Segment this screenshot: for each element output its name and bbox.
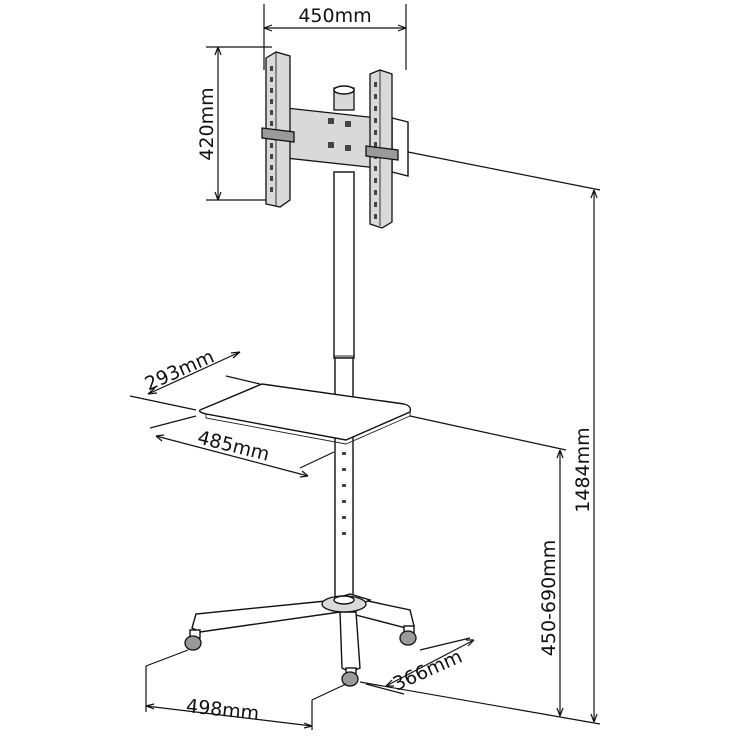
mounting-hole: [342, 468, 346, 471]
mounting-hole: [374, 214, 377, 219]
dimension-base-depth: 366mm: [365, 637, 475, 696]
mounting-hole: [374, 106, 377, 111]
dimension-total-height: 1484mm: [359, 151, 601, 725]
mounting-hole: [374, 202, 377, 207]
dimension-shelf-height: 450-690mm: [409, 415, 567, 717]
tv-bracket: [261, 51, 409, 229]
mounting-hole: [270, 176, 273, 181]
mounting-hole: [374, 130, 377, 135]
mounting-hole: [270, 110, 273, 115]
mounting-hole: [270, 143, 273, 148]
mounting-hole: [270, 88, 273, 93]
upper-pole: [333, 171, 355, 359]
mounting-hole: [374, 94, 377, 99]
base: [184, 593, 417, 687]
caster-right: [399, 625, 417, 646]
base-depth-label: 366mm: [390, 646, 466, 696]
right-vertical-arm: [365, 69, 399, 229]
dimension-bracket-height: 420mm: [196, 46, 272, 201]
shelf-height-label: 450-690mm: [538, 540, 560, 656]
mounting-hole: [270, 165, 273, 170]
mounting-hole: [342, 516, 346, 519]
shelf-top: [198, 383, 412, 441]
mounting-hole: [270, 154, 273, 159]
base-width-label: 498mm: [185, 695, 260, 725]
shelf-depth-label: 293mm: [142, 346, 218, 396]
base-leg-left: [191, 599, 341, 633]
mounting-hole: [342, 484, 346, 487]
mounting-hole: [342, 452, 346, 455]
mounting-hole: [342, 532, 346, 535]
mounting-hole: [374, 118, 377, 123]
mounting-hole: [270, 99, 273, 104]
bracket-height-label: 420mm: [196, 87, 218, 160]
mounting-hole: [374, 166, 377, 171]
mounting-hole: [270, 77, 273, 82]
total-height-label: 1484mm: [572, 427, 594, 512]
shelf: [198, 383, 412, 445]
mounting-hole: [270, 66, 273, 71]
mounting-hole: [342, 500, 346, 503]
dimension-base-width: 498mm: [145, 649, 347, 730]
mounting-hole: [374, 82, 377, 87]
mounting-hole: [374, 178, 377, 183]
pole: [333, 171, 355, 599]
mounting-hole: [374, 190, 377, 195]
mounting-hole: [270, 121, 273, 126]
mounting-hole: [270, 187, 273, 192]
mounting-hole: [374, 142, 377, 147]
base-leg-front: [339, 611, 361, 673]
dimension-bracket-width: 450mm: [263, 4, 407, 70]
left-vertical-arm: [261, 51, 295, 208]
caster-front: [341, 667, 359, 687]
caster-left: [184, 629, 202, 651]
shelf-width-label: 485mm: [195, 427, 271, 466]
bracket-width-label: 450mm: [298, 5, 371, 27]
tilt-bracket: [391, 117, 409, 177]
